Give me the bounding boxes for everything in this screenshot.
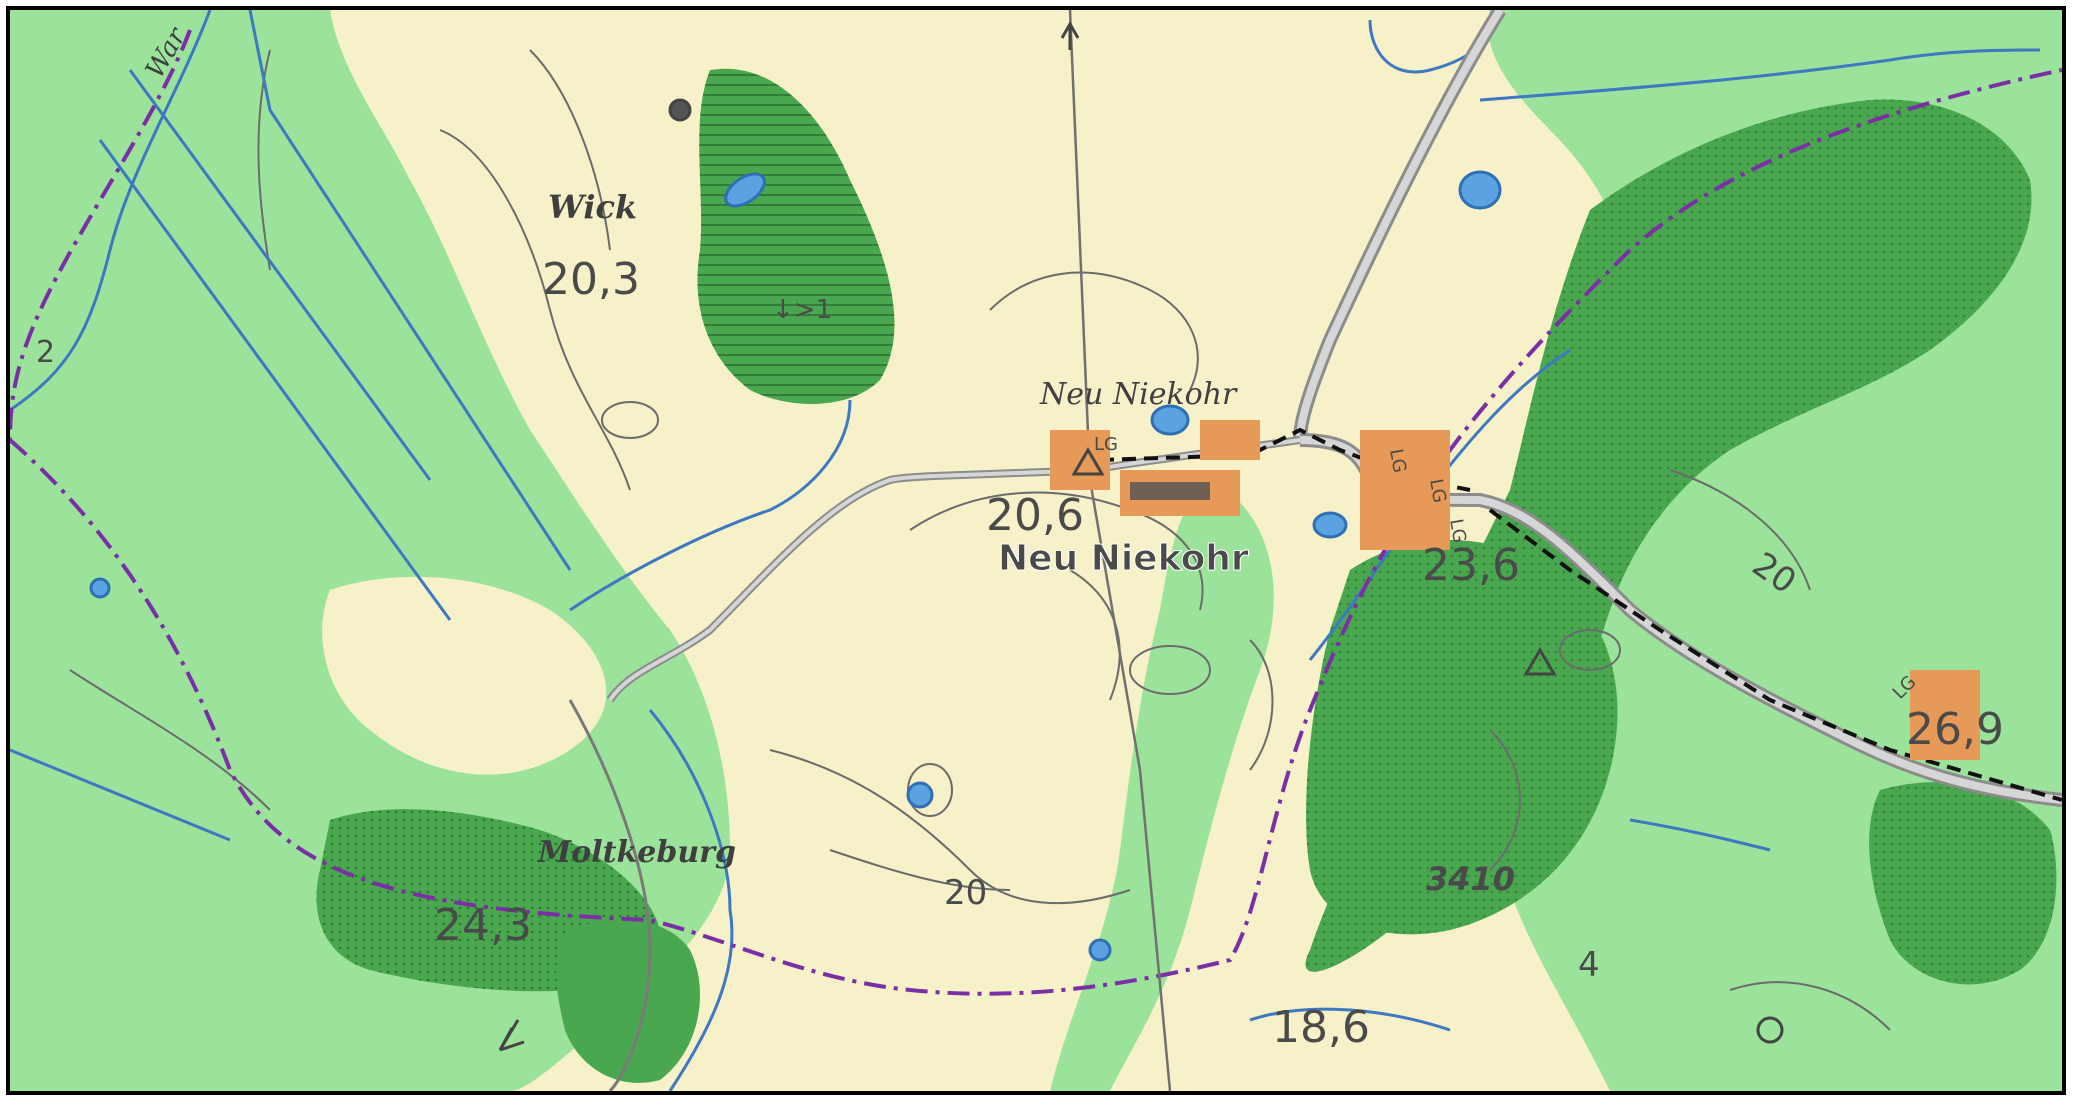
monument-icon: [668, 98, 692, 122]
settlements: [1050, 420, 1980, 760]
label-moltkeburg: Moltkeburg: [537, 835, 736, 870]
survey-markers: [498, 20, 1784, 1052]
lg-mark: LG: [1445, 517, 1470, 544]
landmark-icon: [1756, 1016, 1784, 1044]
triangulation-point-icon: [1071, 447, 1105, 476]
settlement-neu-niekohr-north: [1200, 420, 1260, 460]
drainage-lines: [10, 10, 2041, 1091]
open-patch-west: [322, 576, 607, 775]
elevation-neu-niekohr: 20,6: [986, 490, 1084, 541]
pond-northeast: [1458, 170, 1502, 210]
settlement-neu-niekohr-west: [1050, 430, 1110, 490]
pond-center: [906, 781, 934, 809]
ponds: [89, 170, 1502, 962]
lg-mark: LG: [1385, 447, 1410, 474]
building-block: [1130, 482, 1210, 500]
administrative-border: [10, 29, 2062, 996]
triangulation-point-icon: [1523, 647, 1557, 676]
label-wick: Wick: [548, 188, 637, 226]
label-pond-depth: ↓>1: [772, 295, 832, 325]
lg-mark: LG: [1425, 477, 1450, 504]
arrow-north-icon: [1060, 20, 1080, 50]
lg-mark: LG: [1094, 434, 1118, 455]
elevation-wick: 20,3: [542, 254, 640, 305]
contour-label-20-center: 20: [944, 873, 987, 913]
settlement-far-east: [1910, 670, 1980, 760]
topographic-map[interactable]: Wick 20,3 ↓>1 Neu Niekohr 20,6 Neu Nieko…: [6, 6, 2066, 1095]
forest-south-small: [556, 919, 700, 1083]
contour-label-4: 4: [1578, 945, 1600, 985]
label-neu-niekohr-italic: Neu Niekohr: [1039, 377, 1238, 412]
elevation-south: 18,6: [1272, 1002, 1370, 1053]
settlement-east: [1360, 430, 1450, 550]
pond-west: [89, 577, 111, 599]
meadow-center: [1050, 480, 1274, 1091]
elevation-forest-east: 23,6: [1422, 540, 1520, 591]
pond-neu-niekohr: [1150, 404, 1190, 436]
arrow-southwest-icon: [498, 1019, 525, 1052]
pond-forest: [724, 172, 766, 208]
contour-label-2: 2: [36, 335, 55, 370]
pond-south: [1088, 938, 1112, 962]
label-neu-niekohr-bold: Neu Niekohr: [998, 538, 1249, 579]
dashed-path: [1099, 427, 2062, 802]
pond-village: [1312, 511, 1348, 539]
elevation-far-east: 26,9: [1906, 704, 2004, 755]
forest-id-3410: 3410: [1426, 860, 1515, 898]
meadow-west: [10, 10, 730, 1091]
elevation-moltkeburg: 24,3: [434, 900, 532, 951]
